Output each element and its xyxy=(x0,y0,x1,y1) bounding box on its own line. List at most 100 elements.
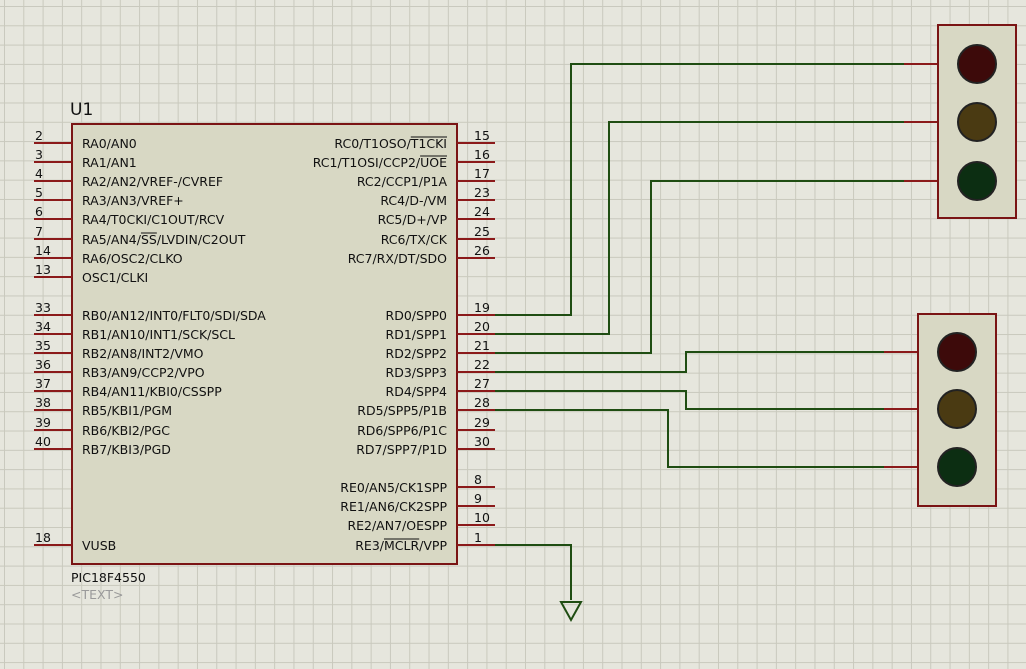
pin-label: RE1/AN6/CK2SPP xyxy=(340,499,447,514)
wire-rd3[interactable] xyxy=(495,351,884,373)
pin-label: RC2/CCP1/P1A xyxy=(357,174,448,189)
pin-number: 24 xyxy=(474,204,490,219)
pin-number: 19 xyxy=(474,300,490,315)
pin-label: RB4/AN11/KBI0/CSSPP xyxy=(82,384,222,399)
pin-label: RB5/KBI1/PGM xyxy=(82,403,172,418)
yellow-lamp-1 xyxy=(957,102,997,142)
wire-mclr-ground[interactable] xyxy=(495,544,572,600)
pin-number: 35 xyxy=(35,338,51,353)
pin-number: 13 xyxy=(35,262,51,277)
pin-number: 14 xyxy=(35,243,51,258)
wire-rd2[interactable] xyxy=(495,180,904,354)
pin-number: 22 xyxy=(474,357,490,372)
wire-rd4[interactable] xyxy=(495,390,884,410)
pin-number: 6 xyxy=(35,204,43,219)
pin-label: RE2/AN7/OESPP xyxy=(347,518,447,533)
pin-number: 16 xyxy=(474,147,490,162)
pin-number: 37 xyxy=(35,376,51,391)
pin-label: RA2/AN2/VREF-/CVREF xyxy=(82,174,223,189)
pin-label: RB2/AN8/INT2/VMO xyxy=(82,346,204,361)
pin-number: 17 xyxy=(474,166,490,181)
pin-label: RC5/D+/VP xyxy=(378,212,448,227)
pin-label: RB1/AN10/INT1/SCK/SCL xyxy=(82,327,235,342)
yellow-lamp-2 xyxy=(937,389,977,429)
pin-number: 1 xyxy=(474,530,482,545)
pin-number: 23 xyxy=(474,185,490,200)
pin-number: 40 xyxy=(35,434,51,449)
pin-label: RD5/SPP5/P1B xyxy=(357,403,447,418)
pin-label: RD6/SPP6/P1C xyxy=(357,423,447,438)
wire-group xyxy=(495,63,904,600)
pin-number: 7 xyxy=(35,224,43,239)
wire-rd1[interactable] xyxy=(495,121,904,335)
wire-rd0[interactable] xyxy=(495,63,904,316)
ground-icon[interactable] xyxy=(559,601,583,623)
pin-number: 38 xyxy=(35,395,51,410)
pin-number: 3 xyxy=(35,147,43,162)
wire-rd5[interactable] xyxy=(495,409,884,468)
pin-number: 2 xyxy=(35,128,43,143)
pin-label: RC0/T1OSO/T1CKI xyxy=(334,136,447,151)
green-lamp-2 xyxy=(937,447,977,487)
pin-label: RB0/AN12/INT0/FLT0/SDI/SDA xyxy=(82,308,266,323)
pin-label: RE0/AN5/CK1SPP xyxy=(340,480,447,495)
component-part-name: PIC18F4550 xyxy=(71,570,146,585)
pin-label: RB3/AN9/CCP2/VPO xyxy=(82,365,205,380)
chip-body[interactable] xyxy=(71,123,458,565)
pin-number: 25 xyxy=(474,224,490,239)
traffic-light-2[interactable] xyxy=(884,313,997,507)
component-designator: U1 xyxy=(70,100,93,120)
pin-label: RA6/OSC2/CLKO xyxy=(82,251,183,266)
pin-number: 10 xyxy=(474,510,490,525)
pin-number: 8 xyxy=(474,472,482,487)
pin-label: RA4/T0CKI/C1OUT/RCV xyxy=(82,212,225,227)
pin-number: 20 xyxy=(474,319,490,334)
pin-number: 30 xyxy=(474,434,490,449)
pin-number: 33 xyxy=(35,300,51,315)
pin-number: 9 xyxy=(474,491,482,506)
pin-number: 39 xyxy=(35,415,51,430)
pin-label: OSC1/CLKI xyxy=(82,270,148,285)
traffic-light-1[interactable] xyxy=(904,24,1017,219)
pin-label: RA1/AN1 xyxy=(82,155,137,170)
pin-label: RE3/MCLR/VPP xyxy=(355,538,447,553)
pin-label: RC4/D-/VM xyxy=(380,193,447,208)
